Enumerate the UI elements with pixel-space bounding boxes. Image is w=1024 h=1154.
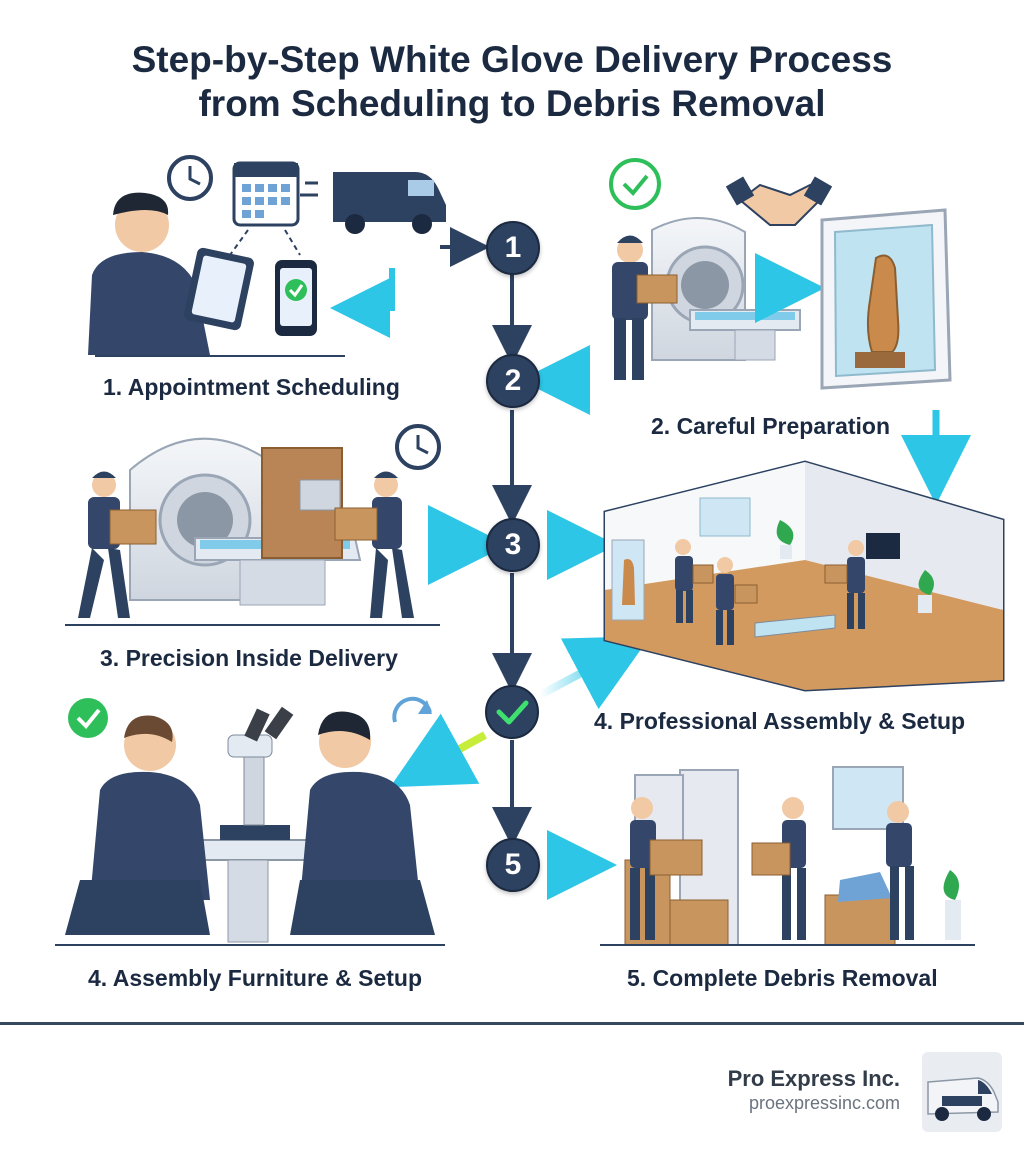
caption-step-3: 3. Precision Inside Delivery [100, 645, 398, 671]
caption-step-4-assembly: 4. Assembly Furniture & Setup [88, 965, 422, 991]
van-icon [300, 172, 446, 234]
title-line-2: from Scheduling to Debris Removal [198, 83, 826, 124]
tablet-icon [184, 247, 254, 331]
scene-appointment-scheduling [88, 155, 446, 357]
caption-step-2: 2. Careful Preparation [651, 413, 891, 439]
step-marker-5: 5 [486, 838, 540, 892]
caption-step-5: 5. Complete Debris Removal [627, 965, 938, 991]
scene-assembly-furniture-setup [55, 696, 445, 946]
marker-check [485, 685, 539, 739]
refresh-icon [392, 696, 432, 723]
step-marker-2: 2 [486, 354, 540, 408]
scene-precision-inside-delivery [65, 424, 441, 626]
phone-icon [275, 260, 317, 336]
brand-url: proexpressinc.com [748, 1093, 900, 1113]
flow-connectors [330, 227, 971, 900]
caption-step-1: 1. Appointment Scheduling [103, 374, 400, 400]
calendar-icon [232, 161, 300, 227]
caption-step-4-professional: 4. Professional Assembly & Setup [594, 708, 966, 734]
brand-logo-van-icon [922, 1052, 1002, 1132]
page-title: Step-by-Step White Glove Delivery Proces… [0, 38, 1024, 126]
footer-divider [0, 1022, 1024, 1025]
scene-complete-debris-removal [600, 766, 975, 946]
step-marker-3: 3 [486, 518, 540, 572]
title-line-1: Step-by-Step White Glove Delivery Proces… [131, 39, 893, 80]
clock-icon [167, 155, 213, 201]
step-marker-1: 1 [486, 221, 540, 275]
van-icon [927, 1077, 999, 1121]
scene-professional-assembly-room [603, 460, 1005, 692]
check-icon [609, 158, 661, 210]
clock-icon [395, 424, 441, 470]
brand-name: Pro Express Inc. [727, 1066, 900, 1091]
process-diagram [55, 155, 1005, 946]
scene-careful-preparation [609, 158, 952, 390]
handshake-icon [725, 176, 833, 226]
check-icon [68, 698, 108, 738]
